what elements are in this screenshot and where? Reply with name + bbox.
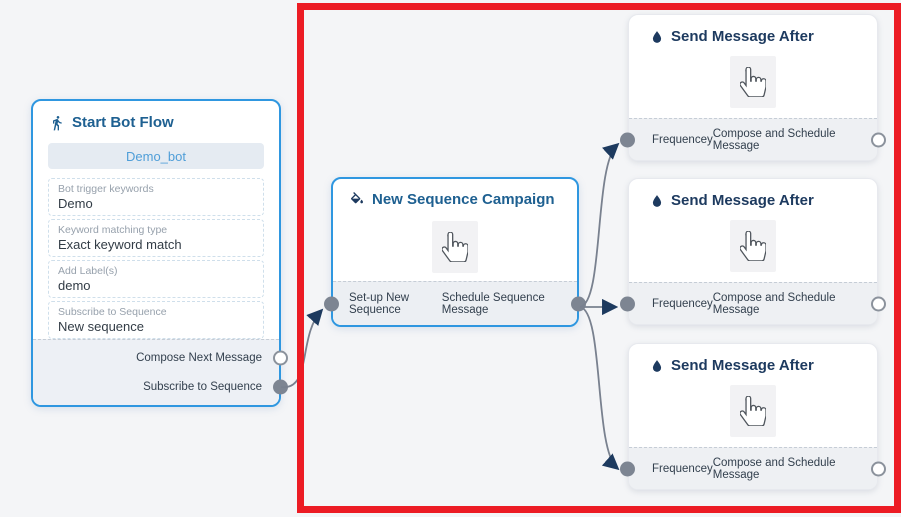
hand-pointer-cursor-icon (740, 66, 766, 97)
node-body (629, 374, 877, 447)
input-port-set-up-new-sequence[interactable] (324, 296, 339, 311)
send-message-after-node-3[interactable]: Send Message After Frequencey Compose an… (620, 343, 886, 490)
node-footer: Frequencey Compose and Schedule Message (620, 447, 886, 489)
tap-to-configure-button[interactable] (730, 219, 776, 272)
field-keyword-matching-type[interactable]: Keyword matching type Exact keyword matc… (48, 219, 264, 257)
node-title: Start Bot Flow (72, 114, 174, 131)
hand-pointer-cursor-icon (740, 230, 766, 261)
output-port-compose-and-schedule-message[interactable] (871, 461, 886, 476)
hand-pointer-cursor-icon (740, 395, 766, 426)
node-body (333, 212, 577, 281)
node-footer: Frequencey Compose and Schedule Message (620, 282, 886, 324)
node-title: Send Message After (671, 192, 814, 209)
node-body (629, 209, 877, 282)
start-bot-flow-node[interactable]: Start Bot Flow Demo_bot Bot trigger keyw… (31, 99, 288, 407)
node-header: Send Message After (629, 179, 877, 209)
tap-to-configure-button[interactable] (730, 55, 776, 108)
send-message-after-node-2[interactable]: Send Message After Frequencey Compose an… (620, 178, 886, 325)
tap-to-configure-button[interactable] (432, 220, 478, 273)
output-port-compose-next-message[interactable] (273, 350, 288, 366)
edge-sequence-to-send-1[interactable] (579, 142, 620, 308)
node-header: Send Message After (629, 344, 877, 374)
node-footer: Set-up New Sequence Schedule Sequence Me… (324, 281, 586, 325)
output-port-compose-and-schedule-message[interactable] (871, 296, 886, 311)
node-footer: Frequencey Compose and Schedule Message (620, 118, 886, 160)
hand-pointer-cursor-icon (442, 231, 468, 262)
edge-start-to-sequence[interactable] (280, 308, 324, 388)
walking-person-icon (53, 115, 62, 130)
field-add-labels[interactable]: Add Label(s) demo (48, 260, 264, 298)
output-row-subscribe-to-sequence: Subscribe to Sequence (33, 376, 288, 398)
node-title: Send Message After (671, 357, 814, 374)
input-port-frequencey[interactable] (620, 132, 635, 147)
input-port-frequencey[interactable] (620, 296, 635, 311)
paint-bucket-icon (350, 191, 363, 203)
water-drop-icon (652, 30, 662, 43)
field-bot-trigger-keywords[interactable]: Bot trigger keywords Demo (48, 178, 264, 216)
output-port-subscribe-to-sequence[interactable] (273, 379, 288, 395)
node-footer: Compose Next Message Subscribe to Sequen… (33, 339, 288, 405)
input-port-frequencey[interactable] (620, 461, 635, 476)
node-header: Send Message After (629, 15, 877, 45)
node-header: Start Bot Flow (33, 101, 279, 141)
field-list: Bot trigger keywords Demo Keyword matchi… (48, 178, 264, 339)
node-header: New Sequence Campaign (333, 179, 577, 212)
bot-name-button[interactable]: Demo_bot (48, 143, 264, 169)
new-sequence-campaign-node[interactable]: New Sequence Campaign Set-up New Sequenc… (324, 177, 586, 327)
water-drop-icon (652, 359, 662, 372)
edge-sequence-to-send-3[interactable] (579, 306, 620, 471)
node-body (629, 45, 877, 118)
water-drop-icon (652, 194, 662, 207)
send-message-after-node-1[interactable]: Send Message After Frequencey Compose an… (620, 14, 886, 161)
node-title: New Sequence Campaign (372, 191, 555, 208)
output-row-compose-next-message: Compose Next Message (33, 347, 288, 369)
output-port-compose-and-schedule-message[interactable] (871, 132, 886, 147)
field-subscribe-to-sequence[interactable]: Subscribe to Sequence New sequence (48, 301, 264, 339)
node-title: Send Message After (671, 28, 814, 45)
tap-to-configure-button[interactable] (730, 384, 776, 437)
